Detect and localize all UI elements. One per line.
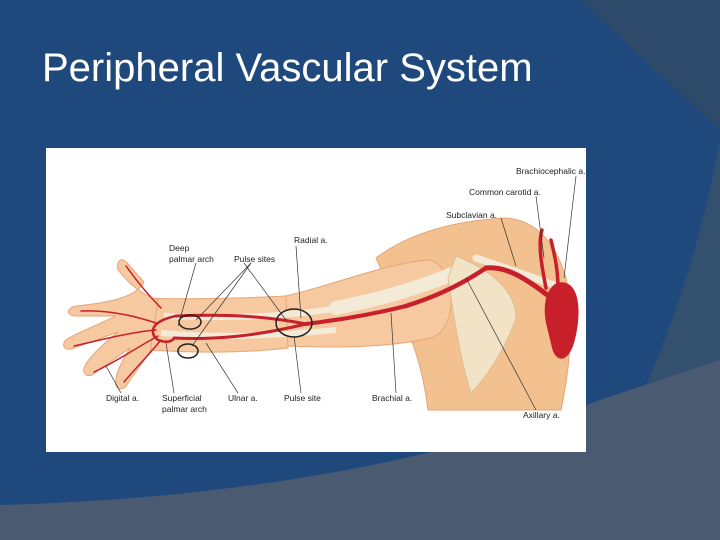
label-subclavian: Subclavian a.	[446, 210, 497, 220]
label-digital: Digital a.	[106, 393, 139, 403]
label-common-carotid: Common carotid a.	[469, 187, 541, 197]
label-deep-palmar-line1: Deep	[169, 243, 190, 253]
label-brachiocephalic: Brachiocephalic a.	[516, 166, 585, 176]
hand	[64, 260, 158, 389]
label-superficial-palmar-line2: palmar arch	[162, 404, 207, 414]
arm-vascular-diagram: Brachiocephalic a. Common carotid a. Sub…	[46, 148, 586, 452]
label-deep-palmar-line2: palmar arch	[169, 254, 214, 264]
corner-shape-top-right	[580, 0, 720, 130]
label-axillary: Axillary a.	[523, 410, 560, 420]
label-ulnar: Ulnar a.	[228, 393, 258, 403]
forearm	[146, 296, 288, 352]
label-superficial-palmar-line1: Superficial	[162, 393, 202, 403]
label-radial: Radial a.	[294, 235, 328, 245]
label-pulse-site: Pulse site	[284, 393, 321, 403]
slide-title: Peripheral Vascular System	[42, 44, 533, 92]
figure-frame: Brachiocephalic a. Common carotid a. Sub…	[46, 148, 586, 452]
label-brachial: Brachial a.	[372, 393, 412, 403]
label-pulse-sites: Pulse sites	[234, 254, 275, 264]
